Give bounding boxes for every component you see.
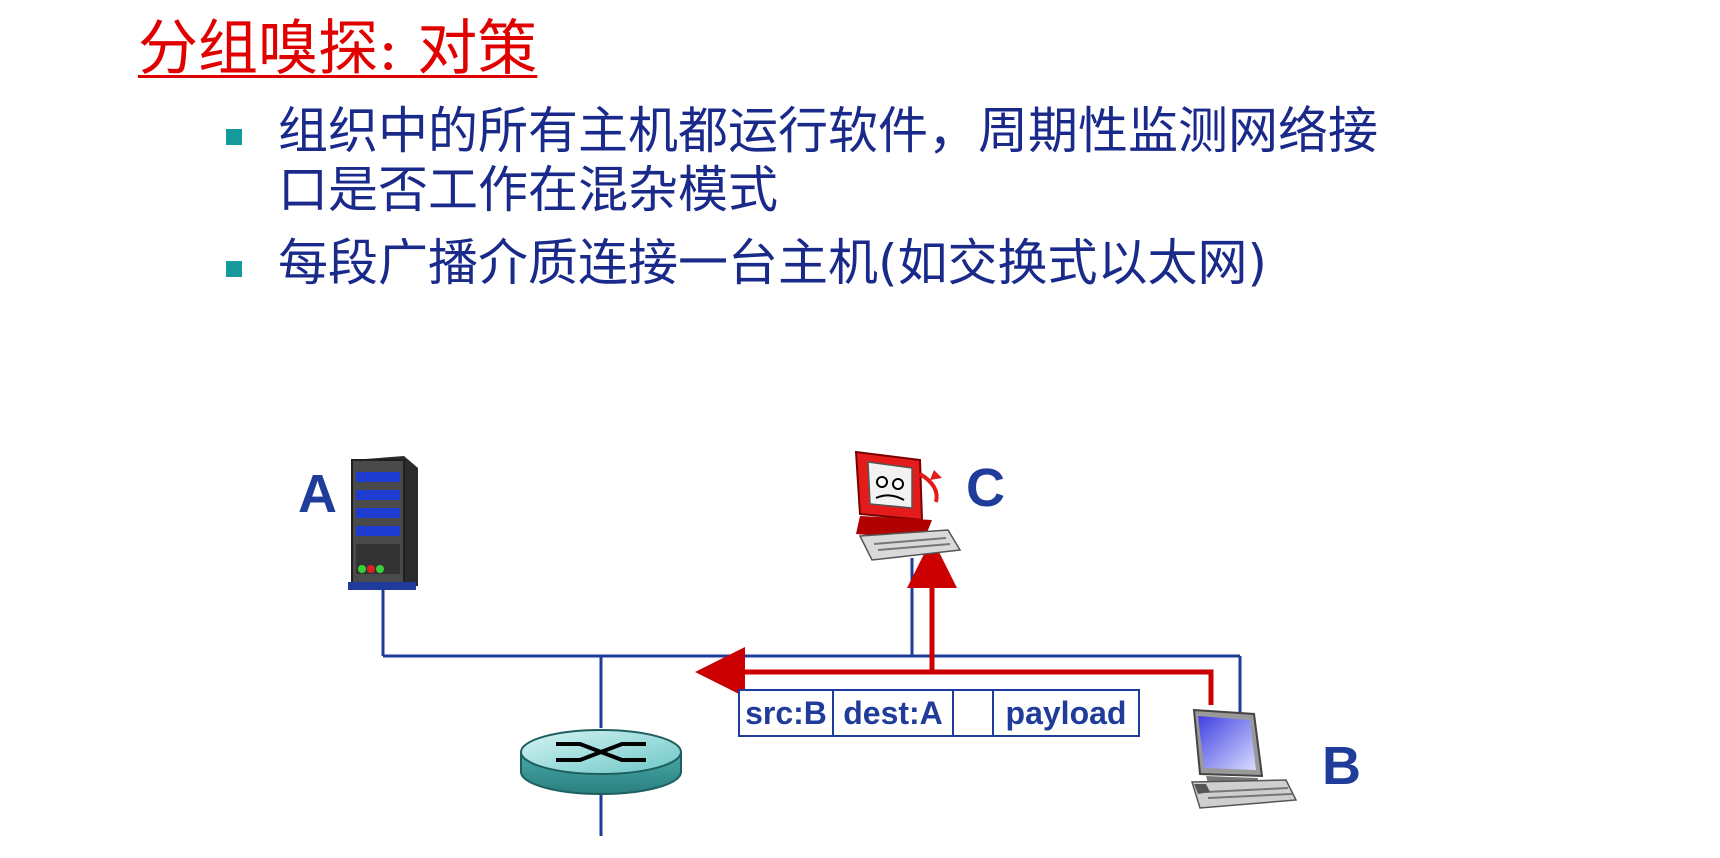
bullet-list: 组织中的所有主机都运行软件，周期性监测网络接 口是否工作在混杂模式 每段广播介质…	[226, 102, 1626, 307]
desktop-computer-icon	[1190, 708, 1298, 809]
switch-icon	[520, 729, 682, 795]
server-icon	[348, 456, 418, 590]
frame-src-field: src:B	[740, 691, 834, 735]
sniffed-frame-path	[695, 538, 1214, 705]
bullet-text-line: 组织中的所有主机都运行软件，周期性监测网络接	[278, 102, 1378, 160]
devil-computer-icon	[854, 450, 962, 561]
bullet-item: 每段广播介质连接一台主机(如交换式以太网)	[226, 234, 1626, 293]
node-label-a: A	[298, 464, 337, 524]
ethernet-frame: src:B dest:A payload	[738, 689, 1140, 737]
frame-arrow-to-a	[695, 647, 1214, 705]
bullet-marker-icon	[226, 261, 242, 277]
slide-title: 分组嗅探: 对策	[138, 14, 538, 84]
frame-dest-field: dest:A	[834, 691, 954, 735]
frame-payload-field: payload	[1005, 694, 1127, 731]
bullet-text-line: 每段广播介质连接一台主机(如交换式以太网)	[278, 234, 1268, 292]
node-label-c: C	[966, 458, 1005, 518]
bullet-marker-icon	[226, 129, 242, 145]
node-label-b: B	[1322, 736, 1361, 796]
bullet-text-line: 口是否工作在混杂模式	[278, 161, 778, 219]
bullet-item: 组织中的所有主机都运行软件，周期性监测网络接 口是否工作在混杂模式	[226, 102, 1626, 220]
frame-blank-field	[954, 691, 994, 735]
